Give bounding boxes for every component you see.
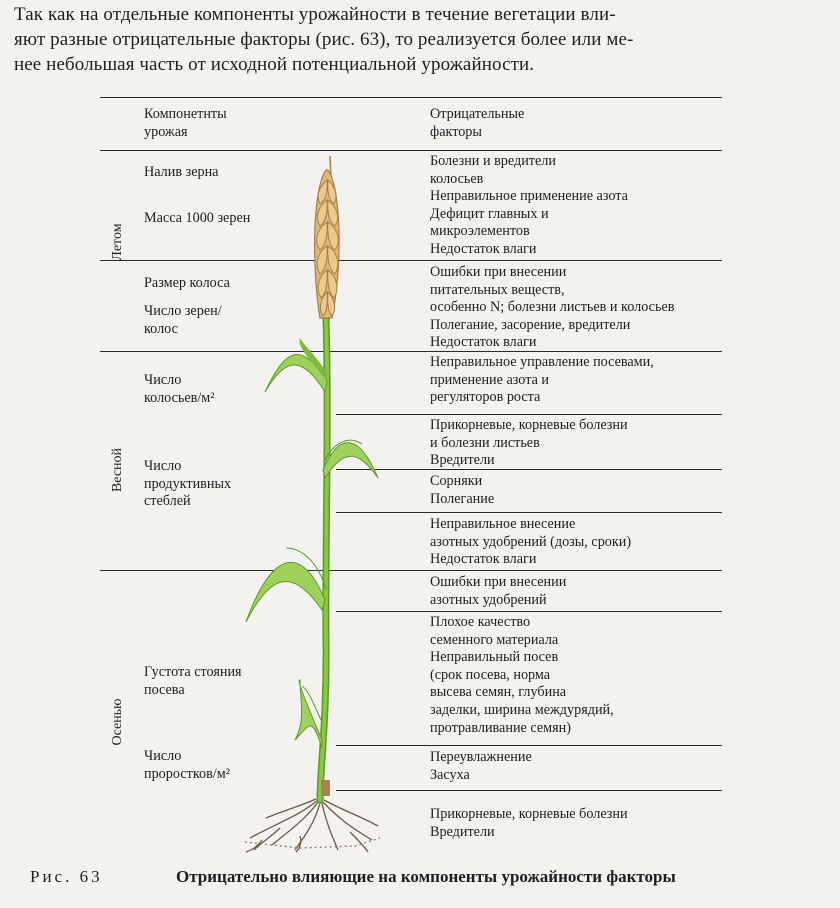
row-rule [336, 512, 722, 513]
intro-paragraph: Так как на отдельные компоненты урожайно… [14, 2, 826, 77]
header-components: Компонетнты урожая [144, 106, 227, 140]
season-spring: Весной [110, 447, 125, 493]
factors-group-6: Неправильное внесение азотных удобрений … [430, 516, 632, 568]
component-grain-filling: Налив зерна [144, 164, 219, 180]
factors-group-2: Ошибки при внесении питательных веществ,… [430, 264, 675, 351]
intro-line-3: нее небольшая часть от исходной потенциа… [14, 54, 535, 75]
row-rule [336, 745, 722, 746]
factors-group-9: Переувлажнение Засуха [430, 749, 532, 783]
factors-group-5: Сорняки Полегание [430, 473, 495, 507]
factors-group-8: Плохое качество семенного материала Непр… [430, 614, 614, 736]
factors-group-10: Прикорневые, корневые болезни Вредители [430, 806, 628, 840]
row-rule [100, 260, 722, 261]
intro-line-2: яют разные отрицательные факторы (рис. 6… [14, 29, 634, 50]
component-ears-per-m2: Число колосьев/м² [144, 372, 215, 406]
season-summer: Летом [110, 223, 125, 261]
wheat-ear-drawing [314, 155, 340, 319]
roots-drawing [244, 798, 381, 853]
header-factors: Отрицательные факторы [430, 106, 525, 140]
component-productive-stems: Число продуктивных стеблей [144, 458, 232, 510]
component-seedlings-per-m2: Число проростков/м² [144, 748, 230, 782]
factors-group-7: Ошибки при внесении азотных удобрений [430, 574, 567, 608]
season-autumn: Осенью [110, 698, 125, 746]
component-thousand-grain-mass: Масса 1000 зерен [144, 210, 251, 226]
table-top-rule [100, 97, 722, 98]
factors-group-4: Прикорневые, корневые болезни и болезни … [430, 417, 628, 469]
header-bottom-rule [100, 150, 722, 151]
factors-group-1: Болезни и вредители колосьев Неправильно… [430, 153, 628, 257]
row-rule [336, 611, 722, 612]
row-rule [100, 351, 722, 352]
figure-caption: Отрицательно влияющие на компоненты урож… [176, 867, 676, 886]
component-stand-density: Густота стояния посева [144, 664, 242, 698]
row-rule [336, 790, 722, 791]
row-rule [336, 469, 722, 470]
row-rule [100, 570, 722, 571]
figure-label: Рис. 63 [30, 867, 103, 886]
component-ear-size: Размер колоса [144, 275, 230, 291]
intro-line-1: Так как на отдельные компоненты урожайно… [14, 4, 616, 25]
factors-group-3: Неправильное управление посевами, примен… [430, 354, 654, 406]
row-rule [336, 414, 722, 415]
component-grains-per-ear: Число зерен/ колос [144, 303, 222, 337]
